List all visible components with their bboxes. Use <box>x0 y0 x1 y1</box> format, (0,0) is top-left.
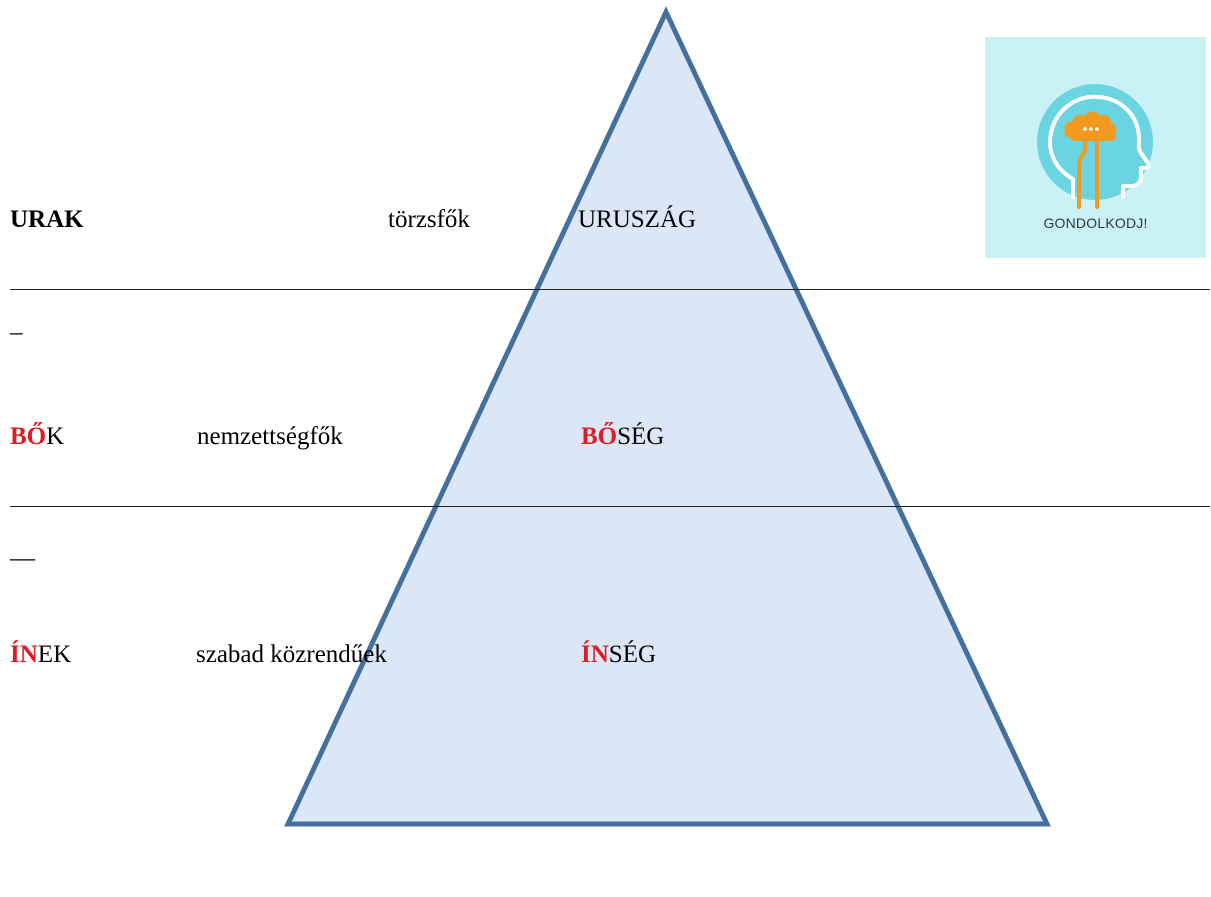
row-3-abstract-rest: SÉG <box>608 641 657 668</box>
row-3-term: ÍNEK <box>10 640 71 670</box>
row-1-abstract-rest: URUSZÁG <box>578 206 697 233</box>
row-2-term-rest: K <box>46 423 65 450</box>
row-3-term-rest: EK <box>37 641 72 668</box>
row-3-abstract-lead: ÍN <box>581 641 609 668</box>
think-caption: GONDOLKODJ! <box>1043 215 1148 231</box>
separator-mark-1: – <box>10 319 23 346</box>
row-2-role: nemzettségfők <box>197 423 343 450</box>
separator-mark-2: __ <box>10 536 35 563</box>
row-3-term-lead: ÍN <box>10 641 38 668</box>
row-2-term-lead: BŐ <box>10 423 47 450</box>
row-1-abstract: URUSZÁG <box>578 205 696 235</box>
row-2-abstract-rest: SÉG <box>617 423 665 450</box>
separator-line-1 <box>10 289 1210 290</box>
row-1-term: URAK <box>10 205 84 235</box>
row-1-role: törzsfők <box>388 206 470 233</box>
row-2-abstract: BŐSÉG <box>581 422 664 452</box>
row-3-abstract: ÍNSÉG <box>581 640 656 670</box>
thinking-head-icon <box>1037 84 1153 209</box>
row-2-abstract-lead: BŐ <box>581 423 618 450</box>
pyramid-shape <box>284 6 1051 827</box>
row-3-role: szabad közrendűek <box>196 641 387 668</box>
think-badge: GONDOLKODJ! <box>985 37 1206 258</box>
separator-line-2 <box>10 506 1210 507</box>
row-1-term-rest: URAK <box>10 206 84 233</box>
row-2-term: BŐK <box>10 422 64 452</box>
